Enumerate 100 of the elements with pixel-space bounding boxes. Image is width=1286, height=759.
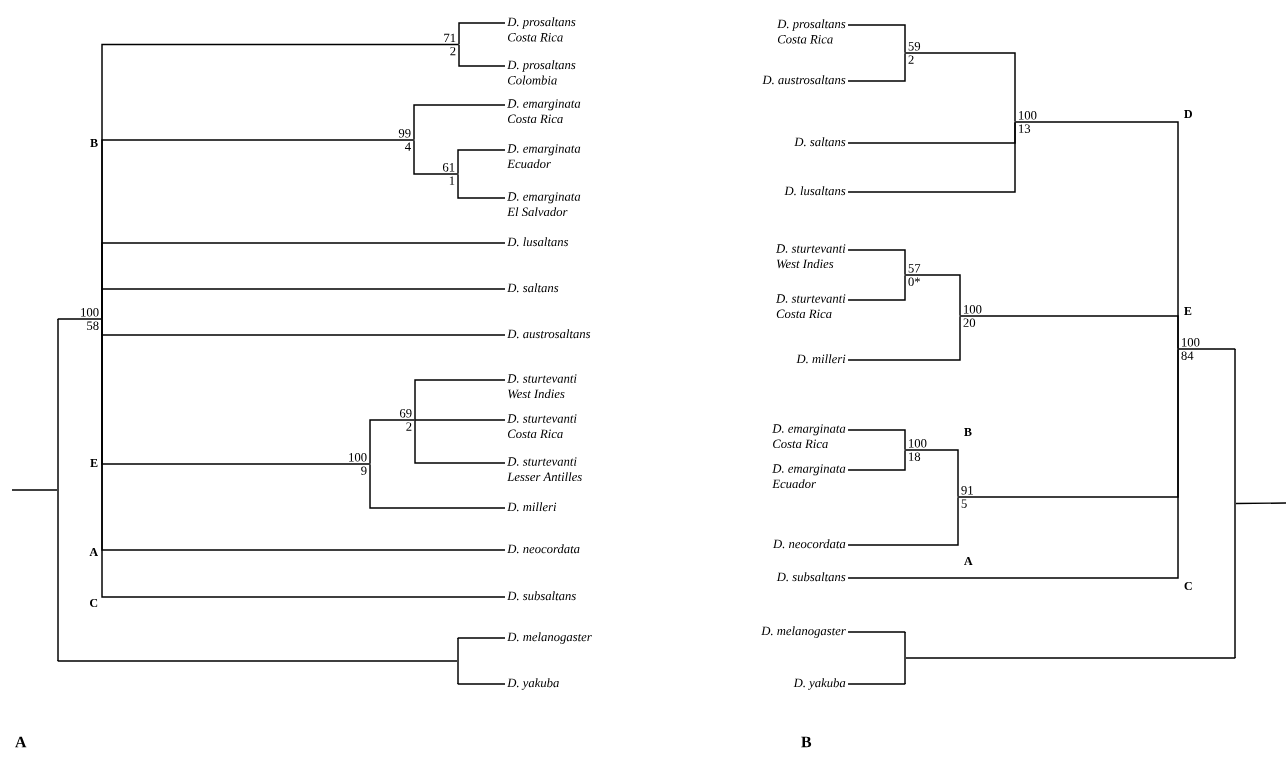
taxon-label: D. prosaltans Costa Rica bbox=[777, 19, 846, 44]
taxon-label: D. saltans bbox=[507, 283, 559, 293]
branch-line bbox=[847, 683, 906, 685]
branch-line bbox=[847, 24, 906, 54]
junction-line bbox=[457, 638, 459, 684]
support-value: 99 bbox=[398, 129, 411, 138]
clade-letter: B bbox=[90, 139, 98, 147]
support-value: 20 bbox=[963, 318, 976, 327]
branch-line bbox=[904, 52, 1016, 123]
clade-letter: D bbox=[1184, 110, 1192, 118]
taxon-label: D. milleri bbox=[796, 354, 846, 364]
taxon-label: D. sturtevanti West Indies bbox=[507, 374, 577, 399]
branch-line bbox=[847, 496, 959, 546]
branch-line bbox=[457, 637, 506, 639]
support-value: 84 bbox=[1181, 351, 1194, 360]
taxon-label: D. melanogaster bbox=[507, 632, 592, 644]
branch-line bbox=[904, 449, 959, 498]
clade-letter: C bbox=[90, 598, 98, 608]
branch-line bbox=[457, 173, 506, 199]
branch-line bbox=[959, 315, 1179, 350]
branch-line bbox=[11, 489, 58, 491]
panel-letter: B bbox=[801, 736, 812, 748]
support-value: 100 bbox=[81, 308, 99, 317]
support-value: 100 bbox=[1019, 111, 1037, 120]
clade-letter: E bbox=[1184, 307, 1192, 315]
branch-line bbox=[57, 318, 103, 320]
branch-line bbox=[57, 660, 458, 662]
branch-line bbox=[904, 274, 961, 317]
support-value: 9 bbox=[361, 466, 367, 475]
branch-line bbox=[847, 121, 1016, 193]
taxon-label: D. lusaltans bbox=[507, 237, 569, 247]
branch-line bbox=[847, 449, 906, 471]
taxon-label: D. subsaltans bbox=[507, 591, 576, 601]
branch-line bbox=[458, 44, 506, 67]
junction-line bbox=[57, 319, 59, 661]
branch-line bbox=[457, 683, 506, 685]
clade-letter: E bbox=[90, 459, 98, 467]
support-value: 71 bbox=[444, 33, 456, 43]
taxon-label: D. sturtevanti West Indies bbox=[775, 244, 846, 269]
branch-line bbox=[101, 288, 506, 320]
support-value: 69 bbox=[399, 409, 412, 418]
branch-line bbox=[101, 318, 506, 598]
clade-letter: B bbox=[964, 428, 972, 436]
support-value: 100 bbox=[349, 453, 367, 462]
branch-line bbox=[369, 463, 506, 509]
support-value: 4 bbox=[405, 142, 411, 151]
branch-line bbox=[413, 139, 459, 175]
taxon-label: D. neocordata bbox=[507, 544, 580, 554]
branch-line bbox=[847, 274, 906, 301]
support-value: 100 bbox=[909, 439, 927, 448]
taxon-label: D. sturtevanti Costa Rica bbox=[775, 294, 846, 319]
branch-line bbox=[847, 348, 1179, 579]
taxon-label: D. yakuba bbox=[507, 678, 559, 690]
support-value: 0* bbox=[908, 277, 920, 286]
branch-line bbox=[847, 52, 906, 82]
support-value: 61 bbox=[442, 163, 455, 172]
support-value: 58 bbox=[87, 321, 99, 330]
taxon-label: D. sturtevanti Lesser Antilles bbox=[507, 457, 582, 482]
taxon-label: D. lusaltans bbox=[784, 186, 846, 196]
branch-line bbox=[414, 419, 506, 464]
taxon-label: D. prosaltans Costa Rica bbox=[507, 17, 576, 42]
support-value: 59 bbox=[908, 42, 921, 51]
junction-line bbox=[904, 632, 906, 684]
taxon-label: D. emarginata Costa Rica bbox=[772, 424, 846, 449]
taxon-label: D. emarginata El Salvador bbox=[507, 192, 581, 217]
support-value: 5 bbox=[961, 499, 967, 508]
taxon-label: D. austrosaltans bbox=[762, 75, 846, 85]
branch-line bbox=[414, 419, 506, 421]
taxon-label: D. emarginata Ecuador bbox=[507, 144, 581, 169]
taxon-label: D. subsaltans bbox=[776, 572, 846, 582]
branch-line bbox=[413, 104, 506, 141]
taxon-label: D. austrosaltans bbox=[507, 329, 591, 339]
branch-line bbox=[369, 419, 416, 465]
taxon-label: D. yakuba bbox=[793, 678, 846, 690]
branch-line bbox=[457, 149, 506, 175]
taxon-label: D. emarginata Ecuador bbox=[772, 464, 846, 489]
support-value: 57 bbox=[908, 264, 921, 273]
support-value: 2 bbox=[450, 46, 456, 56]
branch-line bbox=[1235, 502, 1286, 505]
taxon-label: D. prosaltans Colombia bbox=[507, 60, 576, 85]
support-value: 13 bbox=[1019, 124, 1031, 133]
support-value: 18 bbox=[909, 452, 921, 461]
clade-letter: A bbox=[89, 548, 98, 556]
support-value: 100 bbox=[1182, 338, 1200, 347]
support-value: 100 bbox=[964, 305, 982, 314]
branch-line bbox=[847, 429, 906, 451]
branch-line bbox=[905, 657, 1236, 659]
support-value: 2 bbox=[406, 422, 412, 431]
clade-letter: A bbox=[964, 557, 973, 565]
support-value: 1 bbox=[449, 176, 455, 185]
taxon-label: D. milleri bbox=[507, 502, 557, 512]
taxon-label: D. saltans bbox=[794, 137, 846, 147]
taxon-label: D. sturtevanti Costa Rica bbox=[507, 414, 577, 439]
support-value: 91 bbox=[961, 486, 973, 495]
taxon-label: D. neocordata bbox=[772, 539, 846, 549]
taxon-label: D. melanogaster bbox=[761, 626, 846, 638]
support-value: 2 bbox=[908, 55, 914, 64]
branch-line bbox=[847, 249, 906, 276]
branch-line bbox=[1177, 348, 1236, 350]
clade-letter: C bbox=[1184, 581, 1192, 591]
